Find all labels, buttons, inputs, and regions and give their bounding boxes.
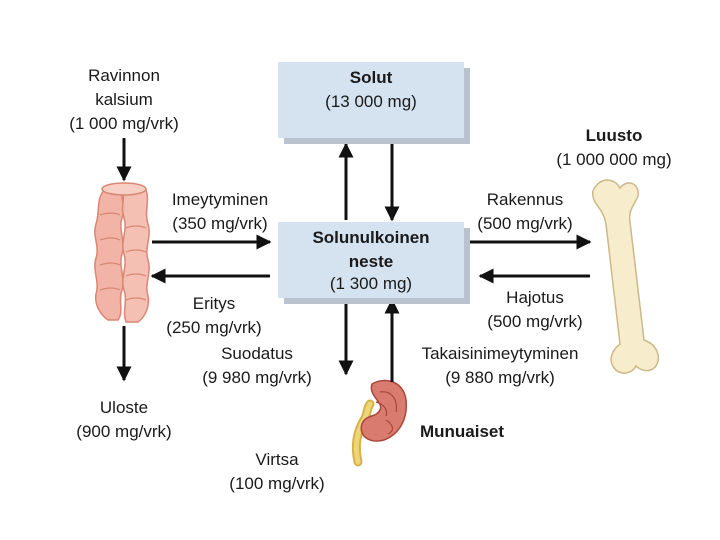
reabsorption-label: Takaisinimeytyminen (9 880 mg/vrk) (402, 342, 598, 390)
ecf-line2: neste (348, 252, 394, 271)
secretion-label: Eritys (250 mg/vrk) (146, 292, 282, 340)
kidneys-label: Munuaiset (419, 422, 505, 441)
resorption-amount: (500 mg/vrk) (487, 312, 583, 331)
flow-arrows (116, 138, 592, 382)
bone-title: Luusto (585, 126, 643, 145)
diet-amount: (1 000 mg/vrk) (69, 114, 179, 133)
feces-amount: (900 mg/vrk) (76, 422, 172, 441)
filtration-text: Suodatus (221, 344, 293, 363)
urine-text: Virtsa (255, 450, 299, 469)
ecf-box: Solunulkoinen neste (1 300 mg) (278, 222, 464, 298)
cells-title: Solut (349, 68, 393, 87)
absorption-amount: (350 mg/vrk) (172, 214, 268, 233)
resorption-text: Hajotus (506, 288, 564, 307)
formation-amount: (500 mg/vrk) (477, 214, 573, 233)
feces-label: Uloste (900 mg/vrk) (54, 396, 194, 444)
bone-label: Luusto (1 000 000 mg) (534, 124, 694, 172)
diet-line1: Ravinnon (88, 66, 160, 85)
intestine-illustration (94, 182, 150, 323)
bone-amount: (1 000 000 mg) (556, 150, 672, 169)
filtration-amount: (9 980 mg/vrk) (202, 368, 312, 387)
reabsorption-text: Takaisinimeytyminen (421, 344, 579, 363)
diet-line2: kalsium (95, 90, 153, 109)
formation-label: Rakennus (500 mg/vrk) (460, 188, 590, 236)
cells-amount: (13 000 mg) (325, 92, 417, 111)
cells-box: Solut (13 000 mg) (278, 62, 464, 138)
resorption-label: Hajotus (500 mg/vrk) (470, 286, 600, 334)
bone-illustration (591, 179, 660, 374)
urine-amount: (100 mg/vrk) (229, 474, 325, 493)
formation-text: Rakennus (486, 190, 564, 209)
ecf-line1: Solunulkoinen (312, 228, 430, 247)
urine-label: Virtsa (100 mg/vrk) (214, 448, 340, 496)
absorption-text: Imeytyminen (171, 190, 269, 209)
filtration-label: Suodatus (9 980 mg/vrk) (186, 342, 328, 390)
kidney-illustration (351, 379, 408, 467)
feces-text: Uloste (99, 398, 149, 417)
secretion-amount: (250 mg/vrk) (166, 318, 262, 337)
reabsorption-amount: (9 880 mg/vrk) (445, 368, 555, 387)
absorption-label: Imeytyminen (350 mg/vrk) (150, 188, 290, 236)
ecf-amount: (1 300 mg) (329, 274, 413, 293)
diet-calcium-label: Ravinnon kalsium (1 000 mg/vrk) (44, 64, 204, 136)
secretion-text: Eritys (192, 294, 236, 313)
